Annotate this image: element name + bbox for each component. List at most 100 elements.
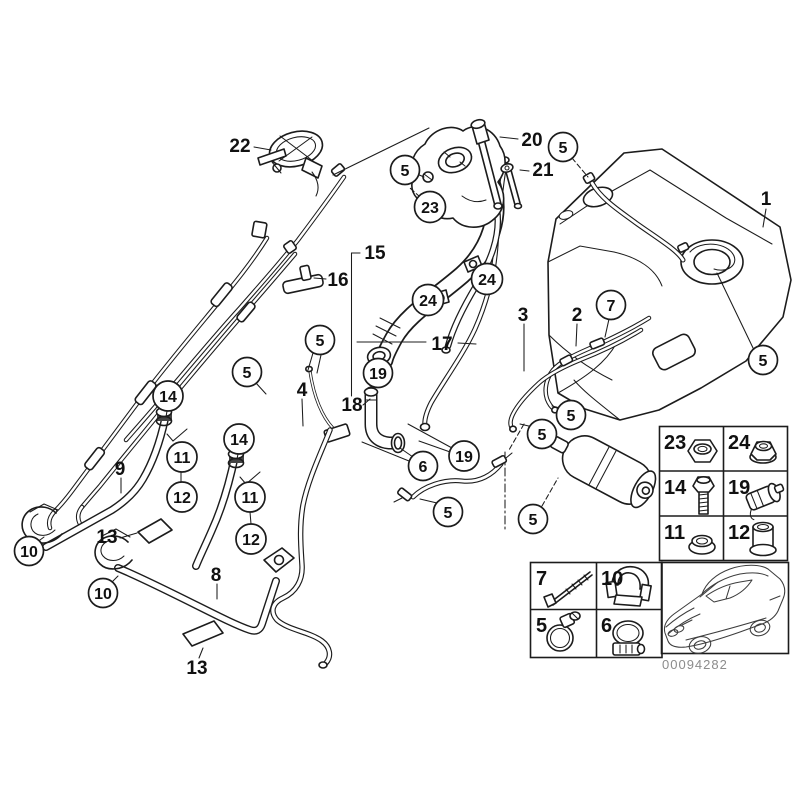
legend-label: 11 xyxy=(664,522,685,544)
callout-circle-24 xyxy=(470,262,504,296)
callout-circle-19 xyxy=(448,440,480,472)
tube-sleeve xyxy=(84,446,106,471)
callout-text: 14 xyxy=(230,432,248,449)
part-label-20: 20 xyxy=(521,130,542,151)
breather-rod-21 xyxy=(500,163,523,210)
callout-text: 12 xyxy=(173,490,191,507)
part-label-16: 16 xyxy=(327,270,348,291)
breather-rod-20 xyxy=(470,118,503,210)
callout-text: 5 xyxy=(316,333,325,350)
legend-label: 19 xyxy=(728,477,750,499)
callout-text: 23 xyxy=(421,200,439,217)
hardware-label: 7 xyxy=(536,568,547,590)
callout-text: 10 xyxy=(20,544,38,561)
hex-nut-icon xyxy=(687,439,718,463)
adhesive-pad xyxy=(182,620,224,647)
callout-text: 11 xyxy=(242,490,259,507)
callout-text: 6 xyxy=(419,459,428,476)
jumper-hose xyxy=(393,452,513,503)
spacer-sleeve-icon xyxy=(749,521,777,557)
callout-circle-12 xyxy=(235,523,267,555)
callout-text: 5 xyxy=(444,505,453,522)
assembly-line xyxy=(508,423,525,451)
callout-circle-5 xyxy=(231,356,263,388)
part-label-8: 8 xyxy=(211,565,222,586)
callout-circle-11 xyxy=(166,441,198,473)
callout-text: 5 xyxy=(243,365,252,382)
callout-text: 5 xyxy=(529,512,538,529)
plain-callouts: 22 20 21 1 15 16 17 18 4 3 2 9 8 13 13 xyxy=(96,130,771,679)
tube-connector xyxy=(283,240,297,254)
callout-circle-5 xyxy=(747,344,779,376)
tube-sleeve xyxy=(210,282,233,308)
legend-label: 23 xyxy=(664,432,686,454)
long-screw-icon xyxy=(543,571,593,608)
callout-circle-5 xyxy=(389,154,421,186)
part-label-21: 21 xyxy=(532,160,554,181)
callout-text: 5 xyxy=(401,163,410,180)
legend-label: 12 xyxy=(728,522,750,544)
tube-connector xyxy=(251,220,268,239)
circled-callouts: 5 23 24 24 5 19 5 5 6 19 5 5 5 5 5 7 14 … xyxy=(13,131,779,609)
hardware-label: 6 xyxy=(601,615,612,637)
callout-text: 12 xyxy=(242,532,260,549)
breather-pipe-bundle xyxy=(46,163,351,669)
hose-end xyxy=(318,661,328,669)
hose-fitting xyxy=(397,487,413,502)
callout-circle-5 xyxy=(555,399,587,431)
part-label-4: 4 xyxy=(297,380,308,401)
callout-text: 19 xyxy=(369,366,387,383)
part-label-17: 17 xyxy=(431,334,452,355)
clamp-fitting-icon xyxy=(745,482,785,521)
hose-clamp-icon xyxy=(546,611,581,652)
pipe-tip xyxy=(508,425,517,433)
callout-circle-12 xyxy=(166,481,198,513)
tube-sleeve xyxy=(236,301,256,323)
tube-connector xyxy=(330,163,346,177)
part-label-9: 9 xyxy=(115,459,126,480)
callout-circle-10 xyxy=(87,577,119,609)
hose-fitting xyxy=(582,171,596,185)
callout-circle-14 xyxy=(223,423,255,455)
hardware-box: 7 10 5 6 xyxy=(529,561,663,659)
callout-circle-5 xyxy=(526,418,558,450)
callout-text: 14 xyxy=(159,389,177,406)
strap-hook-bracket xyxy=(21,503,63,544)
t-fitting xyxy=(282,264,324,295)
part-label-2: 2 xyxy=(572,305,583,326)
vent-pipes xyxy=(508,315,652,433)
pipe-sleeve xyxy=(589,337,606,350)
pipe-sleeve xyxy=(559,354,574,367)
callout-circle-24 xyxy=(411,283,445,317)
part-label-15: 15 xyxy=(364,243,386,264)
tension-straps xyxy=(21,406,295,647)
callout-text: 11 xyxy=(174,450,191,467)
legend-table: 23 24 14 19 11 12 xyxy=(658,425,789,562)
hardware-label: 5 xyxy=(536,615,547,637)
part-label-1: 1 xyxy=(761,189,772,210)
tank-recess xyxy=(652,333,696,371)
part-label-22: 22 xyxy=(229,136,250,157)
callout-circle-6 xyxy=(407,450,439,482)
callout-text: 5 xyxy=(538,427,547,444)
callout-circle-5 xyxy=(517,503,549,535)
callout-circle-23 xyxy=(413,190,447,224)
legend-label: 14 xyxy=(664,477,687,499)
callout-circle-7 xyxy=(595,289,627,321)
drawing-number: 00094282 xyxy=(662,657,728,672)
callout-text: 19 xyxy=(455,449,473,466)
strap-hook-bracket xyxy=(94,528,133,570)
strap-end-plate xyxy=(263,547,295,573)
callout-circle-11 xyxy=(234,481,266,513)
legend-label: 24 xyxy=(728,432,751,454)
assembly-line xyxy=(541,477,559,507)
grommet-icon xyxy=(688,534,716,555)
fuel-filler-cap xyxy=(257,130,324,197)
part-label-13: 13 xyxy=(96,527,117,548)
check-mark xyxy=(166,428,188,442)
fuel-pump-flange xyxy=(677,239,744,285)
bracket-clamp-icon xyxy=(605,565,652,607)
fuel-tank xyxy=(547,148,792,421)
callout-text: 24 xyxy=(419,293,437,310)
